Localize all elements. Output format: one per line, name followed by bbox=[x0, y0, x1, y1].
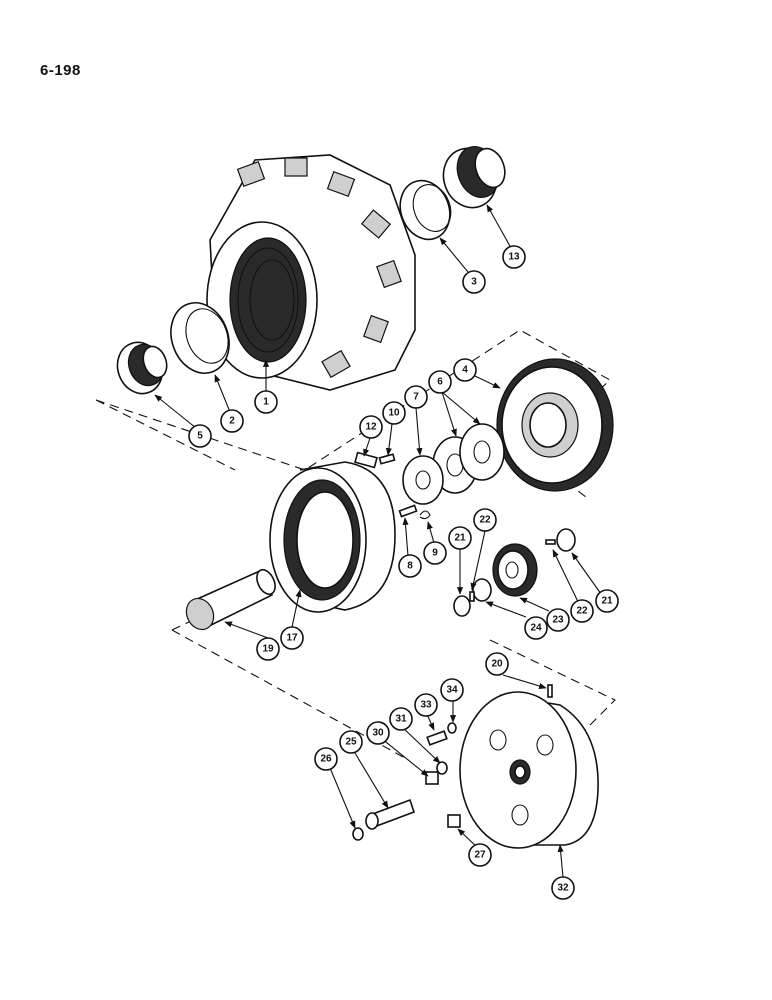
callout-1: 1 bbox=[254, 390, 278, 414]
planet-gear-23 bbox=[492, 543, 538, 597]
wheel-hub-housing bbox=[206, 154, 416, 391]
svg-text:5: 5 bbox=[197, 431, 203, 442]
leader-lines bbox=[154, 204, 607, 878]
spring-clip-9 bbox=[419, 510, 431, 520]
pin-20 bbox=[547, 684, 553, 698]
callout-9: 9 bbox=[423, 541, 447, 565]
needle-22-left bbox=[469, 591, 475, 602]
svg-text:32: 32 bbox=[557, 883, 569, 894]
svg-text:13: 13 bbox=[508, 252, 520, 263]
svg-text:1: 1 bbox=[263, 397, 269, 408]
thrust-washer-21-right bbox=[556, 528, 576, 552]
callout-8: 8 bbox=[398, 554, 422, 578]
o-ring-26 bbox=[352, 827, 364, 841]
axle-shaft-19 bbox=[185, 568, 276, 631]
callout-3: 3 bbox=[462, 270, 486, 294]
svg-text:23: 23 bbox=[552, 615, 564, 626]
svg-text:27: 27 bbox=[474, 850, 486, 861]
callout-21-left: 21 bbox=[448, 526, 472, 550]
callout-33: 33 bbox=[414, 693, 438, 717]
bearing-cup-3 bbox=[399, 179, 452, 241]
callout-7: 7 bbox=[404, 385, 428, 409]
svg-text:19: 19 bbox=[262, 644, 274, 655]
svg-text:12: 12 bbox=[365, 422, 377, 433]
group-outline-upper bbox=[95, 329, 611, 501]
callout-22-left: 22 bbox=[473, 508, 497, 532]
callout-20: 20 bbox=[485, 652, 509, 676]
svg-text:24: 24 bbox=[530, 623, 542, 634]
bearing-cone-5 bbox=[116, 341, 168, 395]
svg-text:33: 33 bbox=[420, 700, 432, 711]
plug-27 bbox=[447, 814, 461, 828]
callout-30: 30 bbox=[366, 721, 390, 745]
drive-gear-4 bbox=[496, 358, 614, 492]
svg-text:17: 17 bbox=[286, 633, 298, 644]
svg-text:34: 34 bbox=[446, 685, 458, 696]
callout-31: 31 bbox=[389, 707, 413, 731]
svg-text:7: 7 bbox=[413, 392, 419, 403]
callout-labels: 1 2 3 4 5 6 7 8 9 10 12 13 17 19 20 21 2… bbox=[188, 245, 619, 900]
svg-text:8: 8 bbox=[407, 561, 413, 572]
callout-34: 34 bbox=[440, 678, 464, 702]
svg-text:6: 6 bbox=[437, 377, 443, 388]
bolt-10 bbox=[378, 453, 396, 465]
plug-30 bbox=[425, 771, 439, 785]
svg-text:31: 31 bbox=[395, 714, 407, 725]
callout-22-right: 22 bbox=[570, 599, 594, 623]
thrust-washer-21-left bbox=[453, 595, 471, 617]
callout-26: 26 bbox=[314, 747, 338, 771]
callout-10: 10 bbox=[382, 401, 406, 425]
spacer-24 bbox=[472, 578, 492, 602]
shaft-25 bbox=[365, 798, 416, 830]
callout-32: 32 bbox=[551, 876, 575, 900]
svg-text:22: 22 bbox=[576, 606, 588, 617]
carrier-plate-7 bbox=[402, 455, 444, 505]
ring-gear-17 bbox=[269, 461, 396, 613]
svg-text:21: 21 bbox=[601, 596, 613, 607]
svg-text:2: 2 bbox=[229, 416, 235, 427]
svg-text:9: 9 bbox=[432, 548, 438, 559]
callout-12: 12 bbox=[359, 415, 383, 439]
washer-34 bbox=[447, 722, 457, 734]
bearing-cup-2 bbox=[170, 302, 230, 374]
needle-22-right bbox=[545, 539, 556, 545]
callout-6: 6 bbox=[428, 370, 452, 394]
svg-text:22: 22 bbox=[479, 515, 491, 526]
callout-17: 17 bbox=[280, 626, 304, 650]
bolt-33 bbox=[426, 730, 448, 746]
callout-13: 13 bbox=[502, 245, 526, 269]
callout-2: 2 bbox=[220, 409, 244, 433]
callout-5: 5 bbox=[188, 424, 212, 448]
bearing-cone-13 bbox=[442, 146, 506, 209]
callout-25: 25 bbox=[339, 730, 363, 754]
callout-21-right: 21 bbox=[595, 589, 619, 613]
svg-text:30: 30 bbox=[372, 728, 384, 739]
callout-27: 27 bbox=[468, 843, 492, 867]
bolt-8 bbox=[398, 504, 418, 518]
callout-23: 23 bbox=[546, 608, 570, 632]
planet-carrier-cover-32 bbox=[459, 691, 599, 849]
callout-4: 4 bbox=[453, 358, 477, 382]
svg-text:20: 20 bbox=[491, 659, 503, 670]
svg-text:21: 21 bbox=[454, 533, 466, 544]
callout-24: 24 bbox=[524, 616, 548, 640]
svg-text:4: 4 bbox=[462, 365, 468, 376]
page-number: 6-198 bbox=[40, 62, 81, 79]
svg-text:10: 10 bbox=[388, 408, 400, 419]
svg-text:25: 25 bbox=[345, 737, 357, 748]
callout-19: 19 bbox=[256, 637, 280, 661]
svg-text:26: 26 bbox=[320, 754, 332, 765]
seal-31 bbox=[436, 761, 448, 775]
svg-text:3: 3 bbox=[471, 277, 477, 288]
